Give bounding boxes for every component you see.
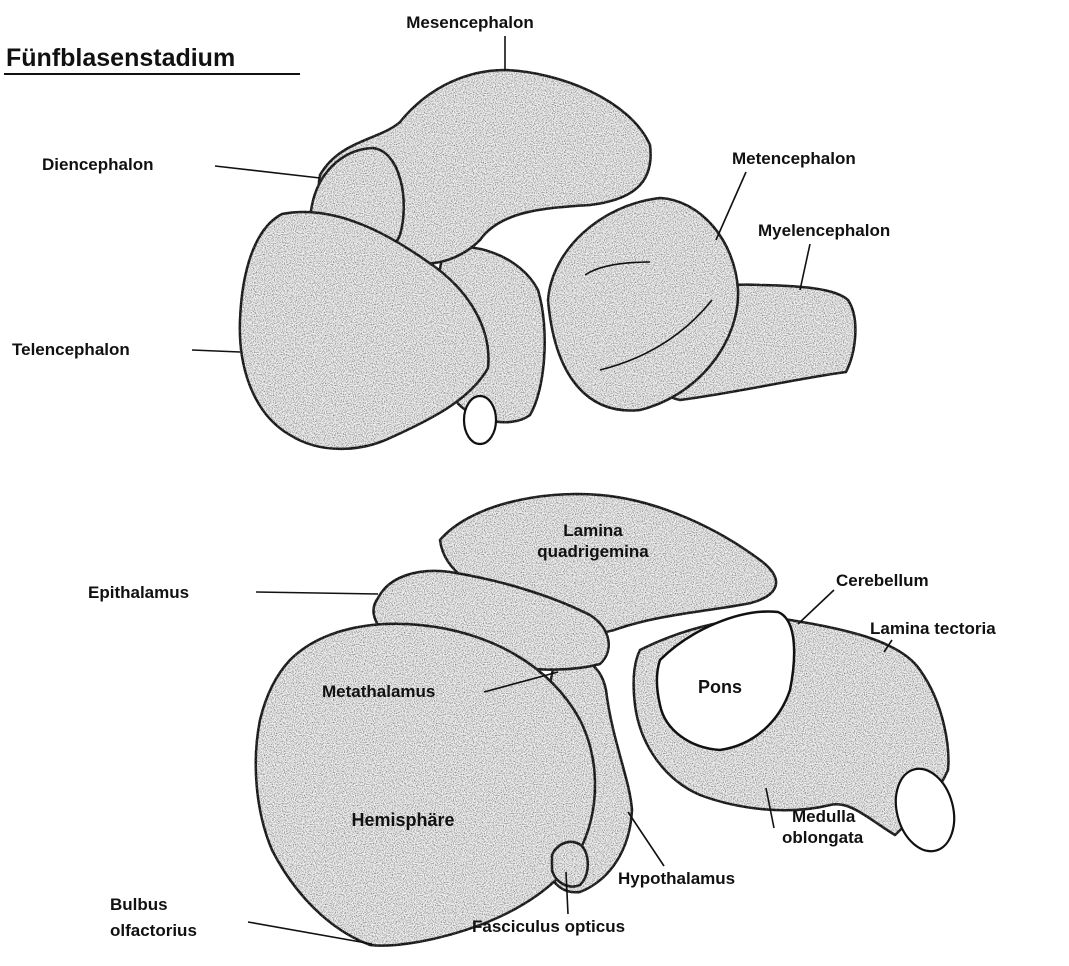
label-epithalamus: Epithalamus: [88, 583, 189, 602]
label-diencephalon: Diencephalon: [42, 155, 153, 174]
label-medulla-oblongata-2: oblongata: [782, 828, 864, 847]
label-lamina-tectoria: Lamina tectoria: [870, 619, 996, 638]
label-fasciculus-opticus: Fasciculus opticus: [472, 917, 625, 936]
label-hypothalamus: Hypothalamus: [618, 869, 735, 888]
leader-telencephalon: [192, 350, 240, 352]
leader-hypothalamus: [628, 812, 664, 866]
bottom-brain-figure: Lamina quadrigemina Epithalamus Cerebell…: [88, 494, 996, 946]
fasciculus-opticus-shape: [552, 842, 588, 887]
label-myelencephalon: Myelencephalon: [758, 221, 890, 240]
label-bulbus-olfactorius-1: Bulbus: [110, 895, 168, 914]
label-cerebellum: Cerebellum: [836, 571, 929, 590]
leader-myelencephalon: [800, 244, 810, 290]
figure-title: Fünfblasenstadium: [6, 44, 235, 72]
label-medulla-oblongata-1: Medulla: [792, 807, 856, 826]
label-pons: Pons: [698, 677, 742, 697]
label-mesencephalon: Mesencephalon: [406, 13, 534, 32]
label-metencephalon: Metencephalon: [732, 149, 856, 168]
hemisphaere-shape: [256, 624, 595, 946]
leader-epithalamus: [256, 592, 378, 594]
label-telencephalon: Telencephalon: [12, 340, 130, 359]
label-lamina-quadrigemina-1: Lamina: [563, 521, 623, 540]
top-brain-figure: Mesencephalon Diencephalon Metencephalon…: [12, 13, 890, 449]
label-hemisphaere: Hemisphäre: [351, 810, 454, 830]
label-bulbus-olfactorius-2: olfactorius: [110, 921, 197, 940]
leader-diencephalon: [215, 166, 320, 178]
label-metathalamus: Metathalamus: [322, 682, 435, 701]
leader-cerebellum: [798, 590, 834, 624]
leader-metencephalon: [716, 172, 746, 240]
label-lamina-quadrigemina-2: quadrigemina: [537, 542, 649, 561]
optic-vesicle-shape: [464, 396, 496, 444]
